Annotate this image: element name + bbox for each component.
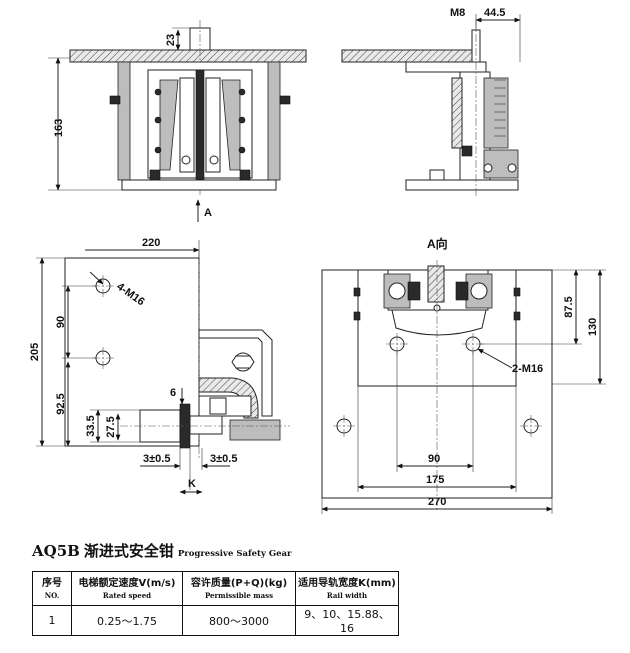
dim-top: 23: [165, 34, 177, 46]
front-view: 163 23 A: [48, 20, 307, 222]
dim-hole-a: 2-M16: [512, 363, 543, 375]
view-a: A向 87.5 130 2-M16 90: [321, 236, 606, 514]
view-a-title: A向: [427, 236, 448, 251]
cell-mass: 800～3000: [182, 605, 296, 636]
technical-drawing: 163 23 A M8 44.5: [29, 7, 606, 514]
table-row: 1 0.25～1.75 800～3000 9、10、15.88、16: [32, 605, 399, 636]
dim-offset: 44.5: [484, 7, 505, 19]
header-rail-width: 适用导轨宽度K(mm)Rail width: [295, 571, 399, 606]
dim-gap-small: 6: [170, 387, 176, 399]
model-code: AQ5B: [32, 542, 80, 560]
dim-h2: 175: [426, 474, 444, 486]
dim-bolt: M8: [450, 7, 465, 19]
dim-clear2: 3±0.5: [210, 453, 237, 465]
cell-no: 1: [32, 605, 72, 636]
dim-height: 163: [53, 119, 65, 137]
side-view: M8 44.5: [341, 7, 521, 198]
plan-view: 220 4-M16 90 205 92.5 33.5 27.5 6 3±0.5 …: [29, 237, 290, 495]
header-rated-speed: 电梯额定速度V(m/s)Rated speed: [71, 571, 183, 606]
cell-speed: 0.25～1.75: [71, 605, 183, 636]
dim-h3: 270: [428, 496, 446, 508]
dim-v-spacing: 90: [55, 316, 67, 328]
dim-step2: 27.5: [105, 416, 117, 437]
dim-height: 205: [29, 343, 41, 361]
dim-v2: 130: [587, 318, 599, 336]
dim-rail-k: K: [188, 478, 196, 490]
dim-step1: 33.5: [85, 415, 97, 436]
product-name-en: Progressive Safety Gear: [177, 549, 292, 559]
dim-clear1: 3±0.5: [143, 453, 170, 465]
product-name-cn: 渐进式安全钳: [83, 542, 174, 560]
dim-v1: 87.5: [563, 296, 575, 317]
header-permissible-mass: 容许质量(P+Q)(kg)Permissible mass: [182, 571, 296, 606]
dim-h1: 90: [428, 453, 440, 465]
view-arrow-label: A: [204, 207, 212, 219]
dim-width: 220: [142, 237, 160, 249]
dim-lower: 92.5: [55, 393, 67, 414]
spring-stack: [494, 79, 506, 137]
cell-rail: 9、10、15.88、16: [295, 605, 399, 636]
